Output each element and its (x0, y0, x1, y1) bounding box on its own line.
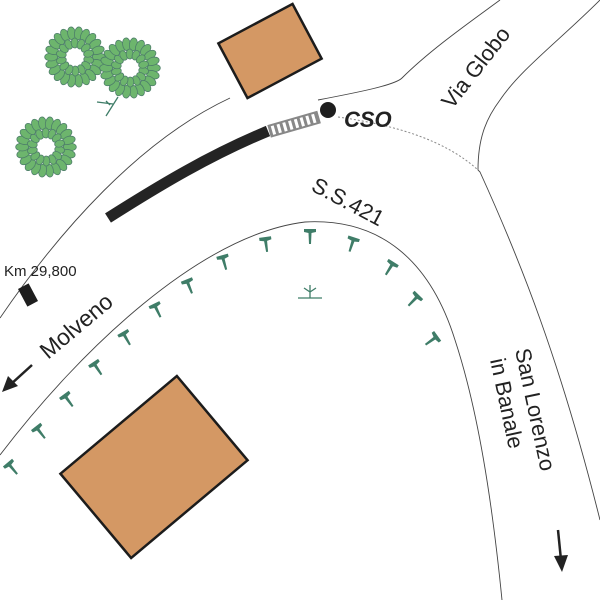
tree-row-marker-icon (59, 390, 74, 408)
tree-row-marker-icon (424, 331, 442, 346)
tree-cluster-icon (44, 26, 106, 88)
tree-row-marker-icon (88, 358, 103, 376)
shrub-symbol-top (96, 96, 119, 117)
tree-row-marker-icon (407, 290, 424, 307)
road-name-label: S.S.421 (308, 172, 389, 231)
road-edge-ss421-inner (0, 221, 503, 600)
cso-outflow-dotted (337, 116, 479, 171)
tree-row-marker-icon (2, 458, 18, 475)
shrub-symbol-center (298, 285, 322, 299)
grate-slot (305, 115, 311, 125)
road-edge-upper-to-via-globo (317, 0, 501, 101)
grated-chamber (267, 110, 321, 138)
arrow-to-molveno-icon (2, 364, 33, 392)
vegetation-clusters (15, 26, 161, 178)
tree-row-marker-icon (117, 328, 131, 346)
tree-row (2, 229, 442, 475)
tree-row-marker-icon (304, 229, 316, 244)
grate-slot (299, 117, 305, 127)
molveno-label: Molveno (35, 288, 118, 364)
km-marker-label: Km 29,800 (4, 263, 77, 280)
tree-row-marker-icon (148, 301, 162, 318)
building-top (216, 2, 324, 100)
tree-row-marker-icon (30, 422, 46, 439)
tree-cluster-icon (99, 37, 161, 99)
building-bottom (58, 374, 250, 560)
via-globo-label: Via Globo (436, 22, 515, 113)
cso-label: CSO (344, 107, 392, 132)
tree-row-marker-icon (384, 258, 399, 276)
tree-row-marker-icon (259, 236, 272, 253)
grate-slot (288, 120, 294, 130)
tree-row-marker-icon (180, 277, 194, 294)
km-marker-post (18, 283, 38, 307)
grate-slot (311, 113, 317, 124)
sewer-pipe (105, 125, 271, 223)
road-edge-via-globo-right (477, 0, 600, 521)
arrow-to-san-lorenzo-icon (554, 529, 568, 572)
grate-slot (276, 123, 282, 134)
grate-slot (293, 118, 300, 129)
road-edge-upper-left (0, 97, 231, 319)
grate-slot (282, 122, 288, 132)
tree-row-marker-icon (347, 235, 360, 252)
grate-slot (270, 125, 277, 135)
tree-row-marker-icon (216, 253, 229, 270)
tree-cluster-icon (15, 116, 77, 178)
cso-point-marker (320, 102, 336, 118)
